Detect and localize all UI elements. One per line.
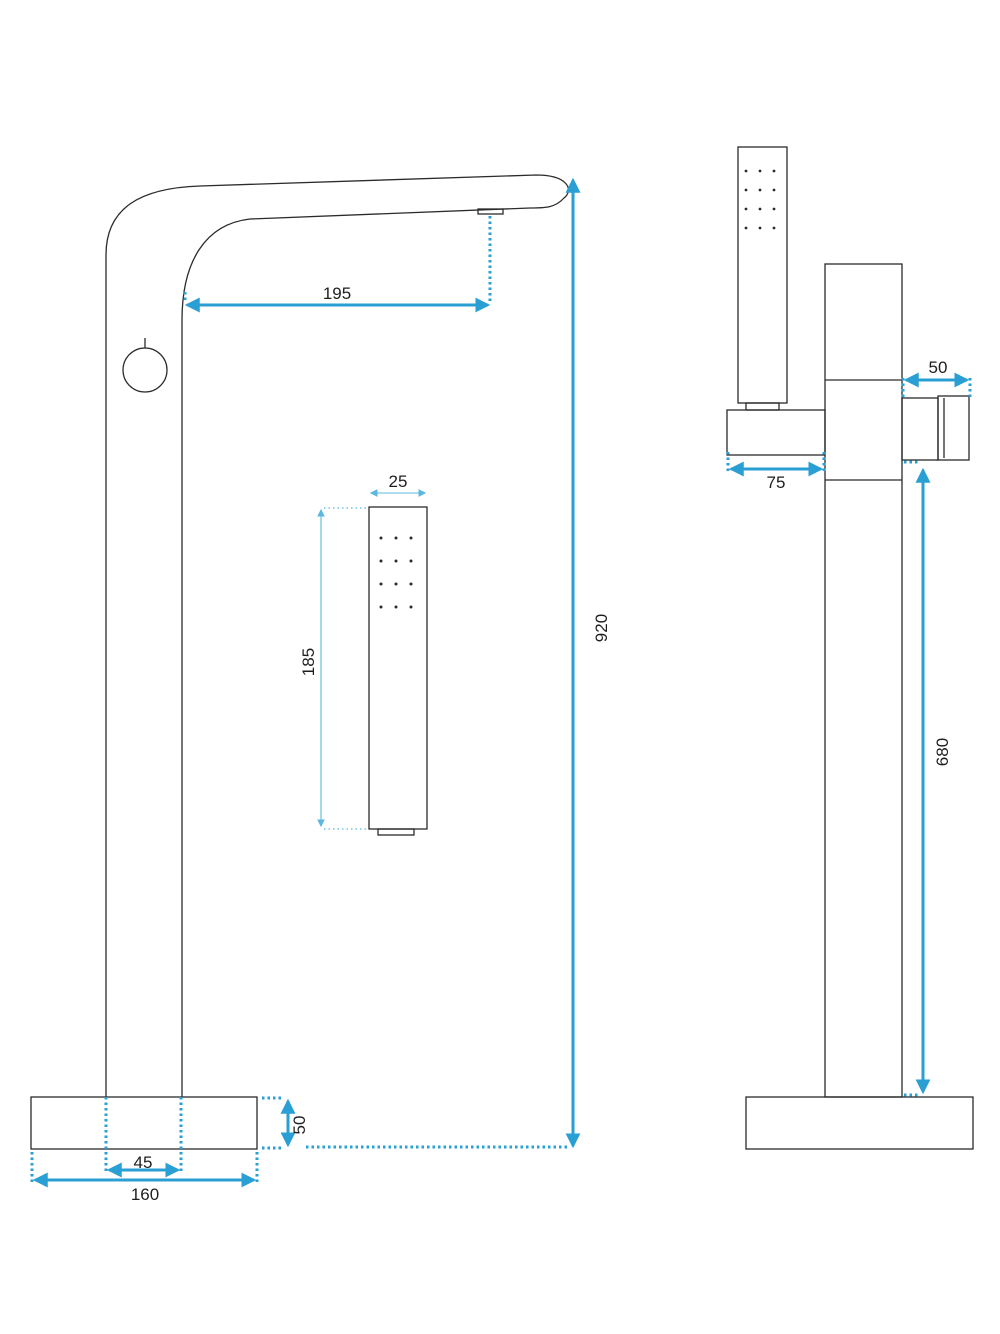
label-base-height: 50 <box>290 1116 309 1135</box>
front-base-block <box>30 1096 258 1150</box>
dimension-lines <box>30 177 972 1188</box>
nozzle-dot <box>772 226 776 230</box>
side-view <box>726 146 974 1150</box>
nozzle-dot <box>744 188 748 192</box>
label-holder-height: 680 <box>933 738 952 766</box>
mixer-knob <box>122 347 168 393</box>
label-spout-reach: 195 <box>323 284 351 303</box>
nozzle-dot <box>379 582 383 586</box>
spout-aerator <box>477 208 504 215</box>
faucet-column-and-spout <box>105 174 569 1097</box>
nozzle-dot <box>772 188 776 192</box>
nozzle-dot <box>379 605 383 609</box>
hand-shower-detail <box>368 506 428 836</box>
label-total-height: 920 <box>592 614 611 642</box>
nozzle-dot <box>409 582 413 586</box>
side-bracket-cap <box>937 395 970 461</box>
hand-shower-connector <box>377 828 415 836</box>
side-hand-shower-connector <box>745 402 780 411</box>
nozzle-dot <box>758 188 762 192</box>
nozzle-dot <box>409 605 413 609</box>
shower-holder <box>726 409 826 456</box>
nozzle-dot <box>758 169 762 173</box>
nozzle-dot <box>744 169 748 173</box>
hand-shower-body <box>368 506 428 830</box>
label-holder-depth: 75 <box>767 473 786 492</box>
nozzle-dot <box>394 536 398 540</box>
nozzle-dot <box>772 207 776 211</box>
label-hand-shower-width: 25 <box>389 472 408 491</box>
front-view <box>30 174 569 1150</box>
nozzle-dot <box>772 169 776 173</box>
label-side-bracket-depth: 50 <box>929 358 948 377</box>
side-bracket-base <box>901 397 939 461</box>
hand-shower-nozzles <box>379 536 413 609</box>
nozzle-dot <box>394 559 398 563</box>
nozzle-dot <box>379 559 383 563</box>
dimension-labels: 195 920 25 185 50 45 160 75 50 680 <box>131 284 952 1204</box>
label-pipe-width: 45 <box>134 1153 153 1172</box>
side-hand-shower-nozzles <box>744 169 776 230</box>
nozzle-dot <box>744 207 748 211</box>
nozzle-dot <box>394 582 398 586</box>
side-hand-shower-body <box>737 146 788 404</box>
nozzle-dot <box>409 536 413 540</box>
label-base-width: 160 <box>131 1185 159 1204</box>
label-hand-shower-length: 185 <box>299 648 318 676</box>
nozzle-dot <box>409 559 413 563</box>
nozzle-dot <box>758 207 762 211</box>
nozzle-dot <box>758 226 762 230</box>
nozzle-dot <box>744 226 748 230</box>
nozzle-dot <box>394 605 398 609</box>
nozzle-dot <box>379 536 383 540</box>
side-column <box>824 263 903 1098</box>
side-base-block <box>745 1096 974 1150</box>
